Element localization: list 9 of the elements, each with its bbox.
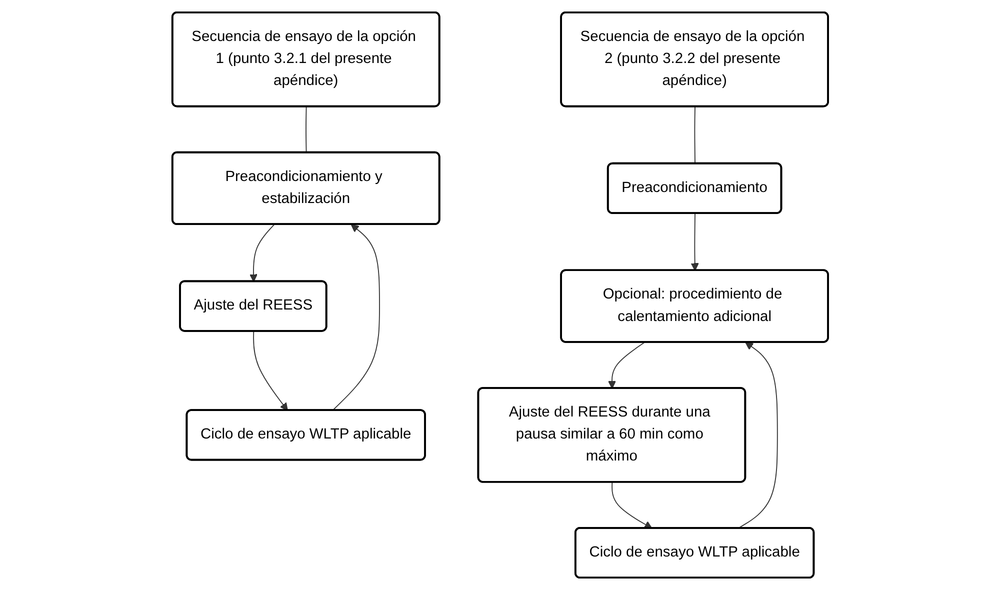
arrow [690,213,699,271]
arrow [611,482,652,529]
arrow [332,224,380,411]
connector [694,106,696,164]
connector [305,106,307,154]
arrow [737,342,778,529]
arrow [249,224,274,282]
arrow [608,342,645,389]
arrow [252,330,288,411]
